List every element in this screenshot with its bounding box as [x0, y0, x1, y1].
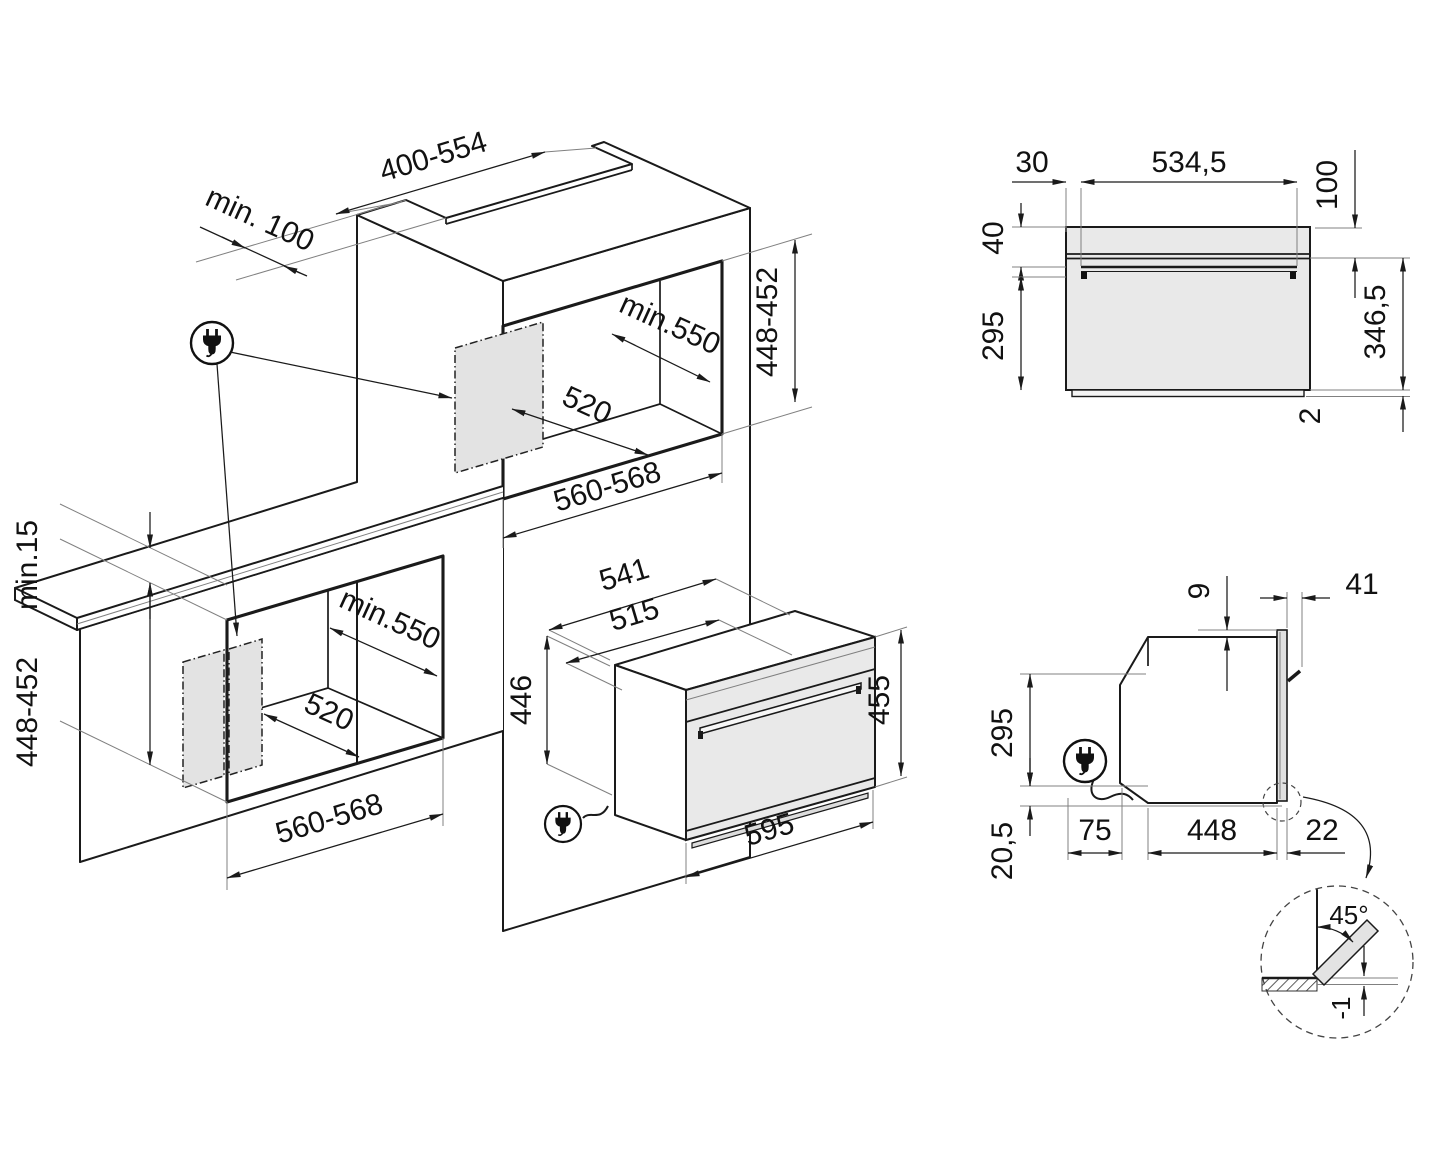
dim-rear-zone-height: 295 [977, 311, 1010, 361]
rail-foot-right [1290, 272, 1296, 279]
angle-arc [1316, 924, 1354, 943]
dim-side-front-gap: 22 [1305, 814, 1338, 847]
power-plug-icon-side [1062, 738, 1108, 784]
dim-side-body-depth: 448 [1187, 814, 1237, 847]
dim-side-cable-offset: 75 [1078, 814, 1111, 847]
side-door [1276, 629, 1288, 802]
tall-cabinet-top-face [357, 142, 750, 281]
dim-oven-height-front: 455 [863, 675, 896, 725]
dim-side-top-gap: 9 [1183, 583, 1216, 600]
dimensions-layer [59, 147, 908, 890]
detail-callout-circle [1262, 782, 1302, 822]
rear-dimensions [1012, 150, 1410, 432]
dim-upper-niche-height: 448-452 [751, 267, 784, 377]
rear-body [1065, 226, 1311, 391]
dim-rear-top-to-rail: 40 [977, 221, 1010, 254]
dim-rear-rail-width: 534,5 [1151, 146, 1226, 179]
wall-rail [603, 692, 617, 808]
power-cord [582, 805, 609, 819]
door-angle-detail [1260, 885, 1414, 1039]
dim-rear-body-height: 346,5 [1359, 284, 1392, 359]
dim-upper-niche-depth: min.550 [615, 287, 726, 361]
dim-lower-niche-height: 448-452 [11, 657, 44, 767]
dim-oven-height-body: 446 [505, 675, 538, 725]
handle-mount-right [856, 686, 861, 694]
dim-rear-top-to-line: 100 [1311, 160, 1344, 210]
dim-top-vent-depth: min. 100 [201, 180, 319, 258]
dim-side-zone-height: 295 [986, 708, 1019, 758]
dim-door-angle: 45° [1329, 900, 1368, 930]
dim-rear-base-height: 2 [1294, 408, 1327, 425]
dim-top-vent-width: 400-554 [376, 125, 491, 188]
side-dimensions [1020, 576, 1368, 1016]
rear-base-strip [1071, 389, 1305, 398]
dim-rear-side-offset: 30 [1015, 146, 1048, 179]
detail-floor-hatch [1261, 977, 1318, 992]
side-handle [1286, 669, 1302, 683]
upper-connection-panel [454, 320, 544, 475]
oven-rear-view [1065, 226, 1311, 398]
oven-side-view [1090, 629, 1374, 879]
side-power-cord [1090, 778, 1134, 801]
lower-connection-panel-hidden [182, 648, 225, 790]
dim-upper-niche-floor: 520 [557, 380, 616, 431]
handle-mount-left [698, 731, 703, 739]
detail-pointer-arrow [1302, 796, 1374, 879]
power-plug-icon-oven [543, 804, 583, 844]
control-panel-seam [685, 668, 876, 723]
dim-floor-offset: -1 [1326, 996, 1356, 1019]
lower-connection-panel [228, 637, 263, 777]
rail-foot-left [1081, 272, 1087, 279]
dim-counter-gap: min.15 [11, 520, 44, 610]
power-plug-icon [189, 320, 235, 366]
dim-side-bottom-gap: 20,5 [986, 822, 1019, 880]
oven-view [582, 610, 876, 849]
countertop [14, 456, 504, 631]
dim-side-front-protrusion: 41 [1345, 568, 1378, 601]
